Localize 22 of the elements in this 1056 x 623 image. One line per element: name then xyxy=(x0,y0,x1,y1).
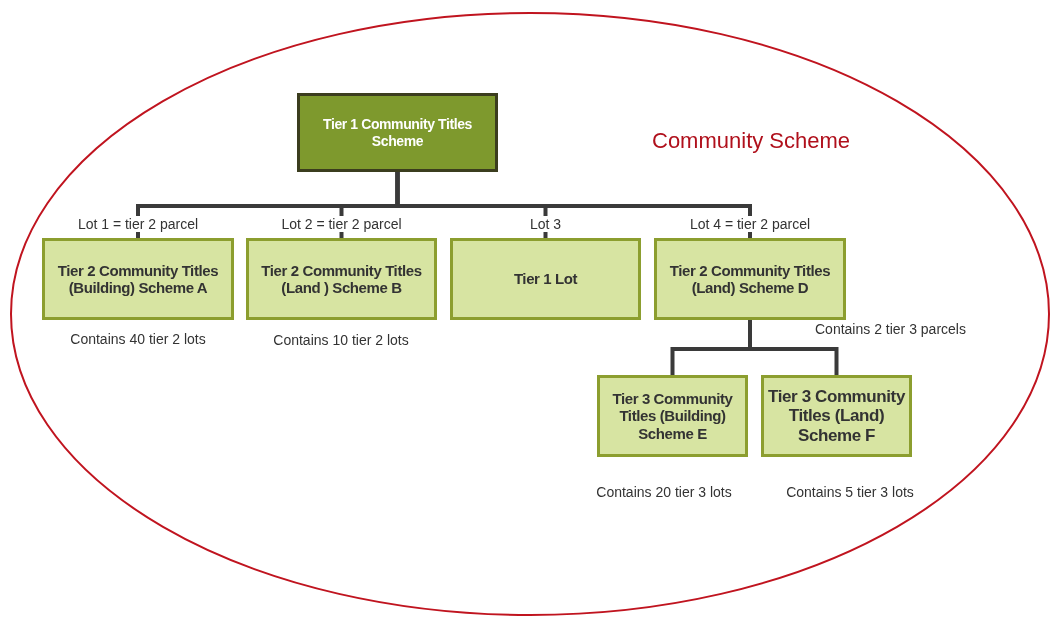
box-label: Tier 1 Lot xyxy=(513,270,578,288)
process-box xyxy=(597,375,748,457)
box-label: Tier 3 Community Titles (Land) Scheme F xyxy=(768,386,905,446)
node-label: Contains 5 tier 3 lots xyxy=(786,484,914,500)
edge-label: Lot 2 = tier 2 parcel xyxy=(279,216,404,232)
node-label: Contains 10 tier 2 lots xyxy=(273,332,409,348)
node-label: Contains 20 tier 3 lots xyxy=(596,484,732,500)
process-box xyxy=(450,238,641,320)
process-box xyxy=(761,375,912,457)
box-label: Tier 3 Community Titles (Building) Scheme E xyxy=(611,390,734,442)
process-box xyxy=(654,238,846,320)
process-box xyxy=(246,238,437,320)
box-label: Tier 1 Community Titles Scheme xyxy=(322,116,473,149)
process-box xyxy=(297,93,498,172)
box-label: Tier 2 Community Titles (Building) Scheme A xyxy=(56,261,220,297)
box-label: Tier 2 Community Titles (Land ) Scheme B xyxy=(260,261,423,297)
box-label: Tier 2 Community Titles (Land) Scheme D xyxy=(668,261,832,297)
diagram-heading: Community Scheme xyxy=(652,128,851,154)
node-label: Contains 2 tier 3 parcels xyxy=(815,321,966,337)
connector-line xyxy=(395,172,752,238)
node-label: Contains 40 tier 2 lots xyxy=(70,331,206,347)
process-box xyxy=(42,238,234,320)
